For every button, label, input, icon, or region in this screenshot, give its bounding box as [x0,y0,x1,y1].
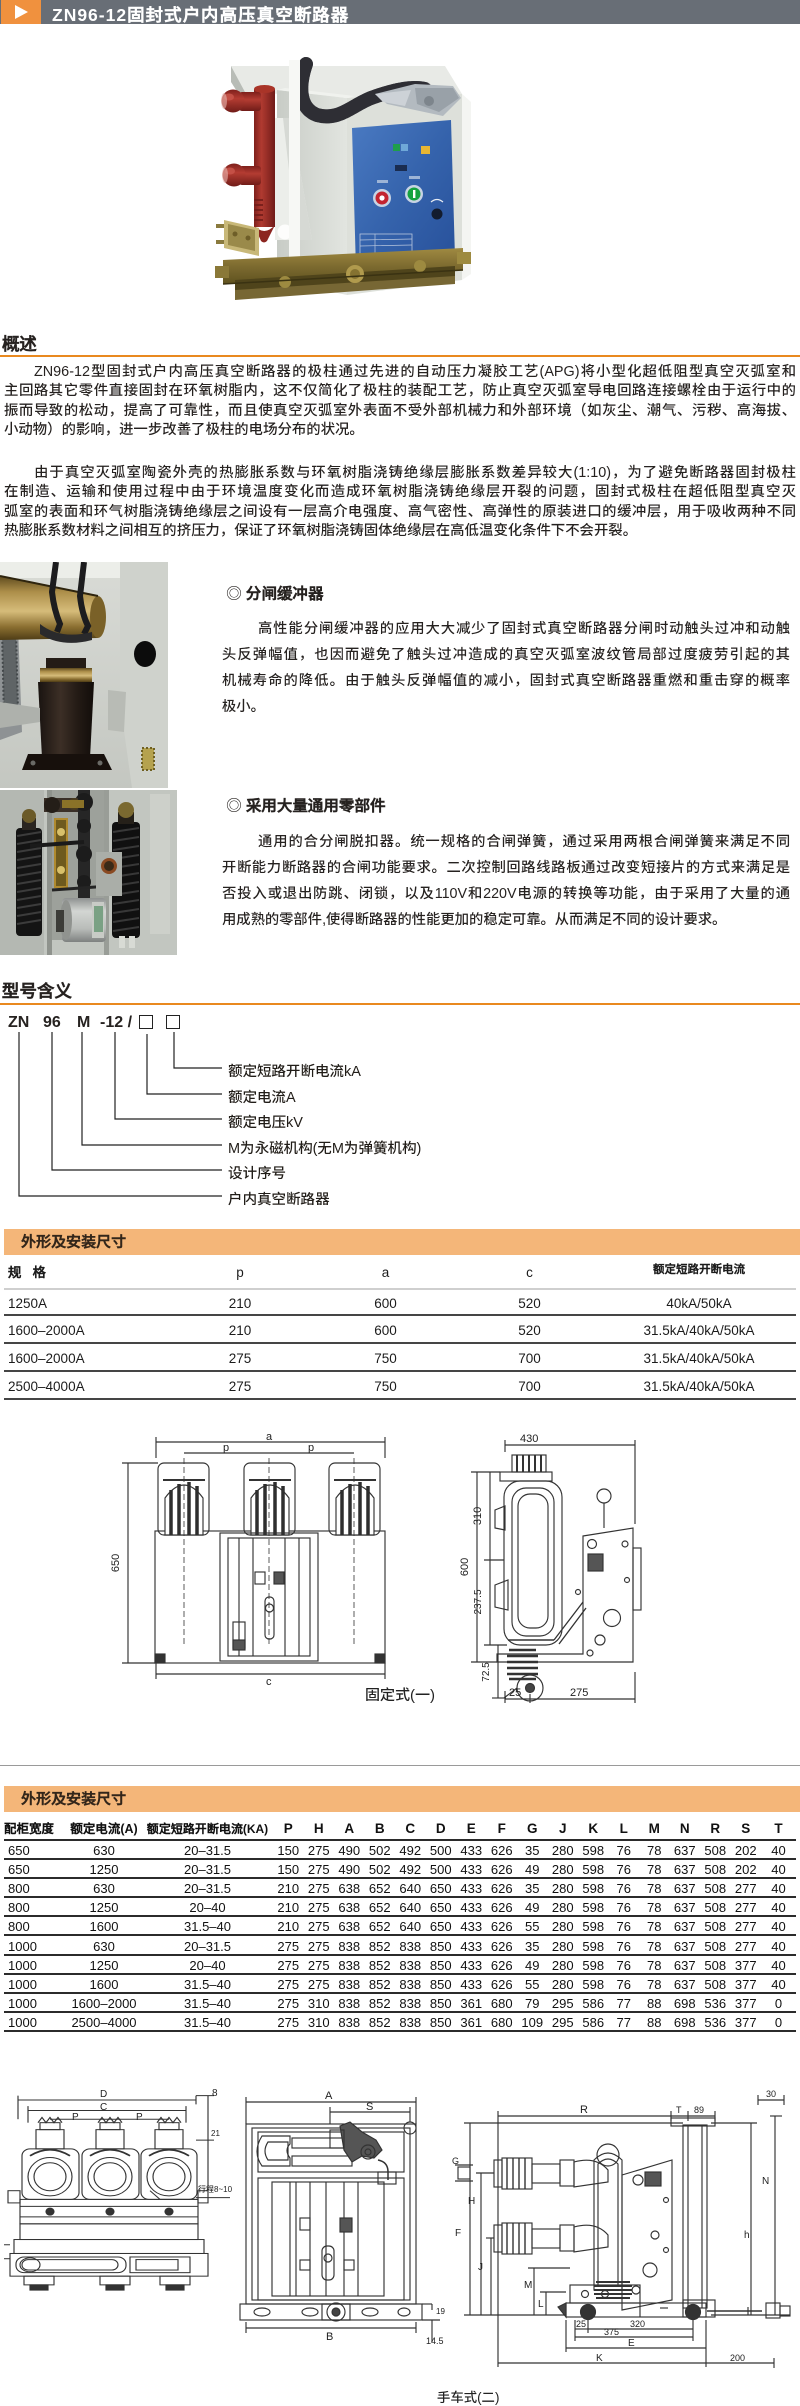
svg-text:89: 89 [694,2105,704,2115]
svg-text:375: 375 [604,2327,619,2337]
svg-text:N: N [762,2176,769,2187]
svg-text:275: 275 [570,1687,588,1699]
svg-text:B: B [326,2331,333,2343]
svg-text:310: 310 [472,1507,484,1525]
svg-text:c: c [266,1676,272,1688]
svg-text:21: 21 [211,2129,220,2138]
svg-text:M: M [524,2280,532,2291]
svg-text:25: 25 [509,1687,521,1699]
svg-text:200: 200 [730,2353,745,2363]
svg-text:T: T [676,2105,682,2115]
svg-text:p: p [223,1442,229,1454]
svg-text:F: F [455,2228,461,2239]
svg-text:G: G [452,2156,459,2166]
svg-text:430: 430 [520,1433,538,1445]
svg-text:237.5: 237.5 [473,1589,484,1614]
svg-text:S: S [366,2101,373,2113]
svg-text:H: H [468,2196,475,2207]
svg-text:8: 8 [212,2088,218,2099]
svg-text:25: 25 [576,2319,586,2329]
svg-text:P: P [72,2112,79,2123]
svg-text:K: K [596,2353,603,2364]
svg-text:320: 320 [630,2319,645,2329]
svg-text:D: D [100,2089,107,2100]
svg-text:J: J [478,2262,483,2273]
svg-text:L: L [538,2299,544,2310]
svg-text:P: P [136,2112,143,2123]
svg-text:14.5: 14.5 [426,2336,444,2346]
svg-text:h: h [744,2230,750,2241]
svg-text:C: C [100,2102,107,2113]
svg-text:72.5: 72.5 [481,1662,492,1682]
svg-text:30: 30 [766,2089,776,2099]
svg-text:a: a [266,1432,273,1443]
svg-text:650: 650 [110,1554,122,1572]
svg-text:A: A [325,2090,333,2102]
svg-text:p: p [308,1442,314,1454]
svg-text:R: R [580,2104,588,2116]
svg-text:E: E [628,2338,635,2349]
svg-text:600: 600 [459,1558,471,1576]
svg-text:19: 19 [436,2307,445,2316]
